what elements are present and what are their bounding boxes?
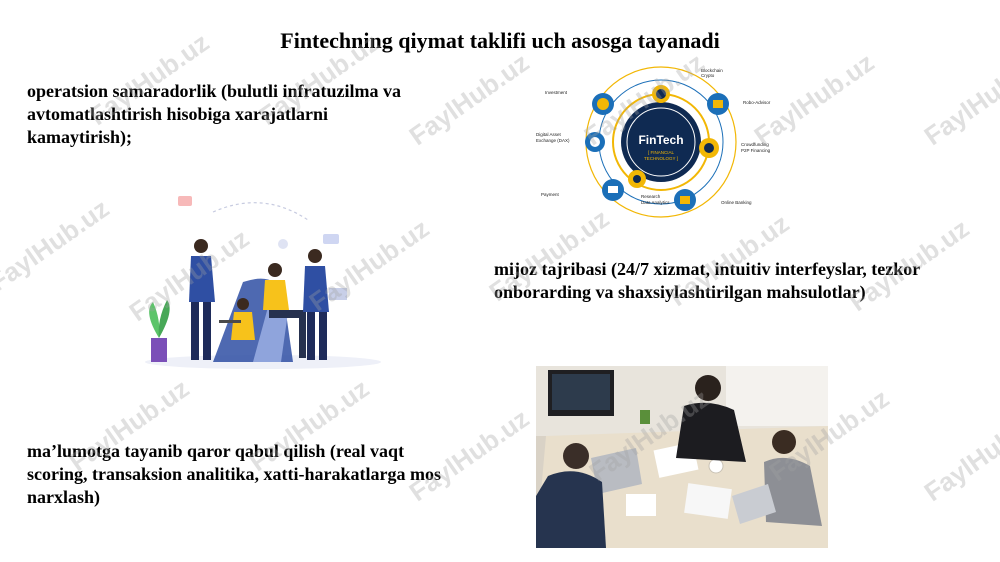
- digital-asset-node: [585, 132, 605, 152]
- label-p2p: P2P Financing: [741, 148, 771, 153]
- paragraph-data-driven-decisions: ma’lumotga tayanib qaror qabul qilish (r…: [27, 441, 442, 507]
- investment-node: [592, 93, 614, 115]
- center-circle-border: [626, 107, 696, 177]
- people-with-devices-illustration: [145, 196, 381, 369]
- label-crowdfunding: Crowdfunding: [741, 142, 769, 147]
- payment-node: [602, 179, 624, 201]
- slide-title: Fintechning qiymat taklifi uch asosga ta…: [280, 28, 720, 53]
- label-payment: Payment: [541, 192, 560, 197]
- label-online-banking: Online Banking: [721, 200, 752, 205]
- label-robo-advisor: Robo-Advisor: [743, 100, 771, 105]
- label-digital-asset-2: Exchange (DAX): [536, 138, 570, 143]
- paragraph-customer-experience: mijoz tajribasi (24/7 xizmat, intuitiv i…: [494, 259, 920, 302]
- label-investment: Investment: [545, 90, 568, 95]
- label-research-1: Research: [641, 194, 661, 199]
- fintech-center-subtitle-1: [ FINANCIAL: [648, 150, 675, 155]
- fintech-center-subtitle-2: TECHNOLOGY ]: [644, 156, 678, 161]
- crowdfunding-node: [699, 138, 719, 158]
- watermark: FaylHub.uz: [918, 47, 1000, 152]
- center-circle: [621, 102, 701, 182]
- research-node: [628, 170, 646, 188]
- fintech-center-title: FinTech: [638, 133, 683, 147]
- blockchain-node: [652, 85, 670, 103]
- label-research-2: Data Analytics: [641, 200, 670, 205]
- business-meeting-photo: [536, 366, 828, 548]
- label-blockchain: Blockchain: [701, 68, 723, 73]
- watermark: FaylHub.uz: [918, 403, 1000, 508]
- online-banking-node: [674, 189, 696, 211]
- paragraph-operational-efficiency: operatsion samaradorlik (bulutli infratu…: [27, 81, 402, 147]
- fintech-diagram: FinTech [ FINANCIAL TECHNOLOGY ] Investm…: [536, 66, 771, 218]
- label-digital-asset-1: Digital Asset: [536, 132, 562, 137]
- robo-advisor-node: [707, 93, 729, 115]
- label-crypto: Crypto: [701, 73, 715, 78]
- watermark: FaylHub.uz: [0, 193, 115, 298]
